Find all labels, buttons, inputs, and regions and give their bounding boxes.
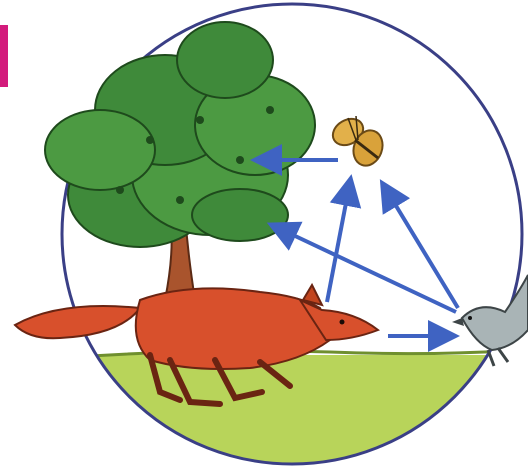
- accent-mark: [0, 25, 8, 87]
- arrow-fox-to-butterfly: [327, 182, 350, 302]
- grass-ground: [50, 350, 528, 470]
- arrow-bird-to-butterfly: [384, 186, 458, 308]
